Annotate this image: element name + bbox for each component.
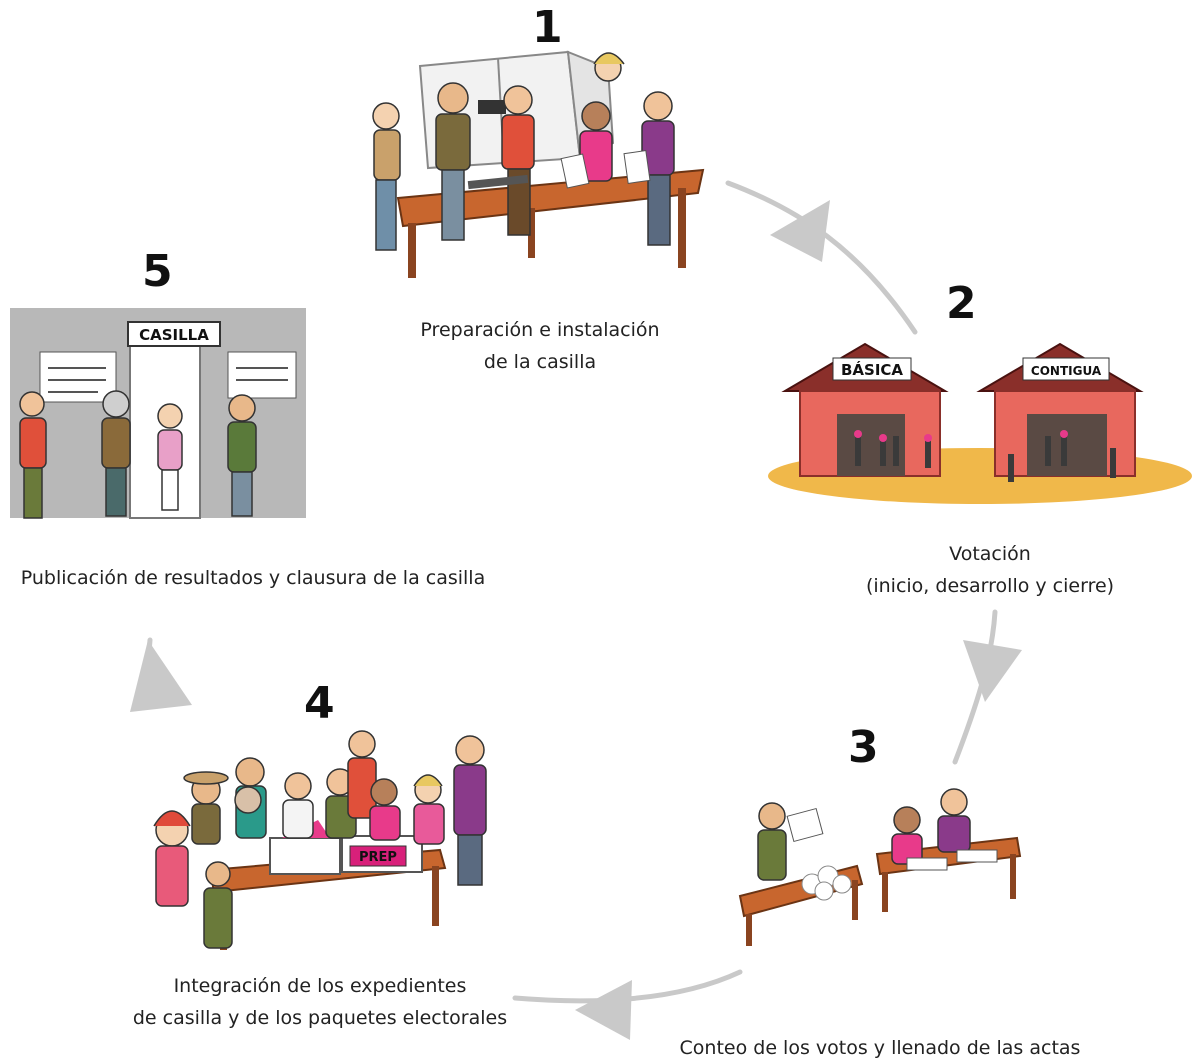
- step-2-number: 2: [946, 278, 977, 329]
- arrow-1-to-2: [725, 180, 918, 335]
- step-5-illustration: CASILLA: [10, 308, 306, 519]
- step-3-caption: Conteo de los votos y llenado de las act…: [660, 1032, 1100, 1064]
- step-4-number: 4: [304, 678, 335, 729]
- step-2-caption-line-1: Votación: [949, 543, 1031, 565]
- casilla-sign: CASILLA: [139, 326, 209, 344]
- step-4-illustration: PREP: [153, 730, 487, 950]
- step-5-number: 5: [142, 246, 173, 297]
- step-5-caption-line-1: Publicación de resultados y clausura de …: [20, 567, 486, 589]
- arrowhead-4-to-5: [130, 640, 192, 712]
- arrow-3-to-4: [512, 969, 743, 1004]
- arrowhead-3-to-4: [575, 980, 632, 1040]
- step-4-caption-line-2: de casilla y de los paquetes electorales: [132, 1007, 508, 1029]
- basica-house: [781, 342, 949, 477]
- prep-box-label: PREP: [359, 850, 397, 865]
- step-1-illustration: [372, 50, 705, 278]
- step-2-caption-line-2: (inicio, desarrollo y cierre): [865, 575, 1115, 597]
- step-1-caption-line-2: de la casilla: [483, 351, 597, 373]
- arrowhead-1-to-2: [770, 200, 830, 262]
- step-2-caption: Votación (inicio, desarrollo y cierre): [840, 538, 1140, 602]
- step-4-caption: Integración de los expedientes de casill…: [110, 970, 530, 1034]
- step-1-caption: Preparación e instalación de la casilla: [380, 314, 700, 378]
- step-1-caption-line-1: Preparación e instalación: [420, 319, 660, 341]
- step-3-caption-line-1: Conteo de los votos y llenado de las act…: [679, 1037, 1081, 1059]
- step-1-number: 1: [532, 2, 563, 53]
- contigua-sign: CONTIGUA: [1031, 364, 1102, 378]
- step-5-caption: Publicación de resultados y clausura de …: [8, 562, 498, 594]
- step-4-caption-line-1: Integración de los expedientes: [173, 975, 467, 997]
- step-3-number: 3: [848, 722, 879, 773]
- step-3-illustration: [738, 788, 1022, 946]
- step-2-illustration: BÁSICA CONTIGUA: [768, 342, 1192, 504]
- basica-sign: BÁSICA: [841, 360, 903, 379]
- arrowhead-2-to-3: [963, 640, 1022, 702]
